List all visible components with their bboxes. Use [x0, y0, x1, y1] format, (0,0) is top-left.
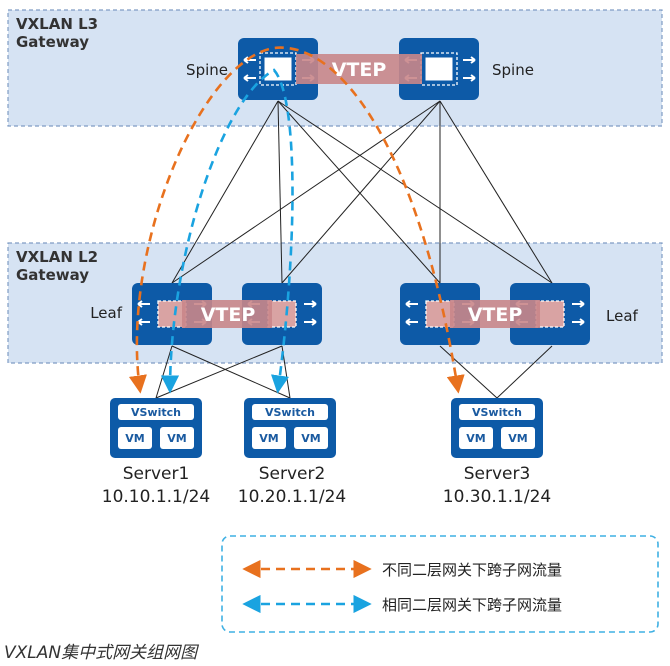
server-3-vm2-label: VM	[508, 432, 527, 445]
leaf-vtep-tunnel-a	[182, 300, 272, 328]
server-2-name: Server2	[259, 464, 326, 484]
server-3[interactable]: VSwitch VM VM	[451, 398, 543, 458]
server-2-vswitch-label: VSwitch	[265, 406, 315, 419]
leaf-vtep-tunnel-b	[450, 300, 540, 328]
server-3-ip: 10.30.1.1/24	[443, 487, 551, 507]
spine-leaf-links	[171, 100, 553, 284]
leaf-2[interactable]	[242, 283, 322, 345]
server-2-vm1-label: VM	[259, 432, 278, 445]
figure-caption: VXLAN集中式网关组网图	[4, 643, 199, 663]
leaf-3[interactable]	[400, 283, 480, 345]
legend-cyan-text: 相同二层网关下跨子网流量	[382, 596, 562, 614]
server-2-ip: 10.20.1.1/24	[238, 487, 346, 507]
server-1[interactable]: VSwitch VM VM	[110, 398, 202, 458]
server-1-ip: 10.10.1.1/24	[102, 487, 210, 507]
leaf-vtep-label-a: VTEP	[201, 304, 256, 326]
l2-gateway-title-line2: Gateway	[16, 266, 89, 284]
server-3-vm1-label: VM	[466, 432, 485, 445]
server-3-vswitch-label: VSwitch	[472, 406, 522, 419]
legend-orange-text: 不同二层网关下跨子网流量	[382, 561, 562, 579]
server-1-name: Server1	[123, 464, 190, 484]
leaf-vtep-label-b: VTEP	[468, 304, 523, 326]
legend-box	[221, 535, 659, 633]
server-1-vswitch-label: VSwitch	[131, 406, 181, 419]
spine-right-label: Spine	[492, 61, 534, 79]
server-1-vm2-label: VM	[167, 432, 186, 445]
leaf-right-label: Leaf	[606, 307, 639, 325]
leaf-left-label: Leaf	[90, 304, 123, 322]
l3-gateway-title-line1: VXLAN L3	[16, 15, 98, 33]
spine-left-label: Spine	[186, 61, 228, 79]
spine-vtep-tunnel	[296, 54, 422, 84]
server-3-name: Server3	[464, 464, 531, 484]
server-1-vm1-label: VM	[125, 432, 144, 445]
server-2-vm2-label: VM	[301, 432, 320, 445]
l2-gateway-title-line1: VXLAN L2	[16, 248, 98, 266]
spine-vtep-label: VTEP	[332, 59, 387, 81]
server-2[interactable]: VSwitch VM VM	[244, 398, 336, 458]
traffic-path-same-gateway	[160, 68, 294, 394]
l3-gateway-title-line2: Gateway	[16, 33, 89, 51]
